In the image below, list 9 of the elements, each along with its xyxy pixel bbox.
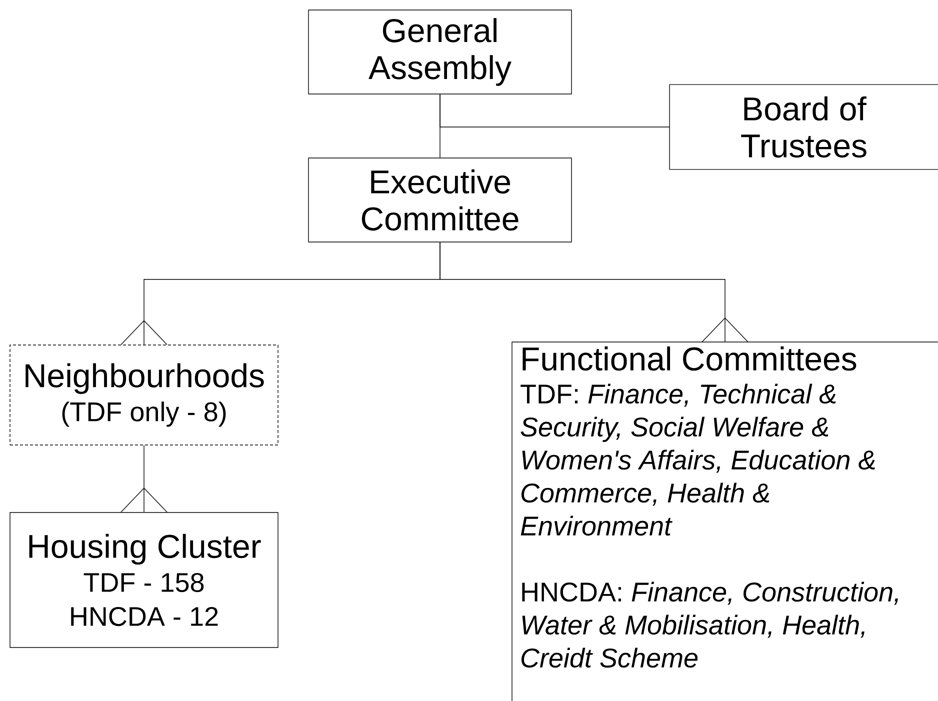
org-box: Board of Trustees [669, 84, 938, 170]
org-box: Executive Committee [308, 158, 572, 242]
crows-foot-connector [440, 242, 748, 342]
connector-line [440, 94, 670, 128]
committee-panel: Functional Committees TDF: Finance, Technical & Security, Social Welfare & Women's Affairs, Education & Commerce, Health & Environment HNCDA: Finance, Construction, Water & Mobilisation, Health, Creidt Scheme [512, 342, 938, 701]
crows-foot-connector [120, 444, 168, 512]
org-box: Housing Cluster TDF - 158 HNCDA - 12 [10, 512, 278, 648]
org-box: Neighbourhoods (TDF only - 8) [10, 344, 278, 446]
org-box: General Assembly [308, 10, 572, 94]
